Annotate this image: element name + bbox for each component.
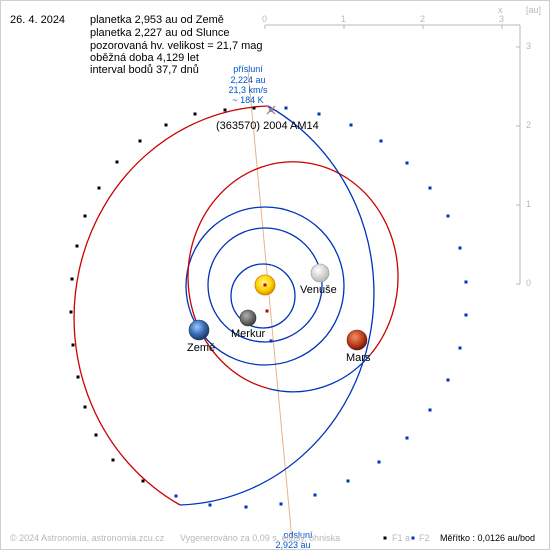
legend-f1-label: F1 [392,533,403,543]
coordinate-axes [264,24,521,285]
position-dot [83,214,87,218]
position-dot [446,214,450,218]
position-dot [138,139,142,143]
aphelion-distance: 2,923 au [275,540,311,550]
x-tick-label-3: 3 [499,14,505,24]
position-dot [111,458,115,462]
position-dot [464,280,468,284]
position-dot [464,313,468,317]
position-dot [405,436,409,440]
sun-center-marker [263,283,267,287]
asteroid-name: (363570) 2004 AM14 [216,120,319,132]
position-dot [346,479,350,483]
mercury-orbit [230,263,296,329]
position-dot [164,123,168,127]
position-dot [458,246,462,250]
mars-icon [346,329,368,351]
position-dot [70,277,74,281]
position-dot [252,106,256,110]
venus-label: Venuše [300,284,337,296]
asteroid-orbit-above [73,105,269,506]
position-dot [193,112,197,116]
earth-label: Země [187,342,216,354]
date-label: 26. 4. 2024 [10,14,66,26]
copyright-text: © 2024 Astronomia, astronomia.zcu.cz [10,533,165,543]
asteroid-orbit-below [179,105,375,506]
venus-orbit [207,227,323,343]
position-dot [223,108,227,112]
position-dot [446,378,450,382]
y-tick-label-2: 2 [526,120,532,130]
earth-orbit [185,206,345,366]
position-dot [97,186,101,190]
scale-label: Měřítko : 0,0126 au/bod [440,533,536,543]
position-dot [349,123,353,127]
position-dot [208,503,212,507]
mercury-orbit-marker [269,339,273,343]
position-dot [284,106,288,110]
legend-a-label: a [405,533,411,543]
perihelion-temperature: ~ 184 K [232,95,264,105]
legend-f1-marker [383,536,387,540]
position-dot [428,186,432,190]
info-distance-sun: planetka 2,227 au od Slunce [90,27,230,39]
apsides-line [247,69,293,541]
asteroid-marker [266,105,276,115]
mercury-icon [239,309,257,327]
x-axis-label: x [498,5,503,15]
perihelion-speed: 21,3 km/s [228,85,268,95]
position-dot [141,479,145,483]
position-dot [115,160,119,164]
legend-f2-marker [411,536,415,540]
position-dot [317,112,321,116]
mars-orbit-below [269,354,371,393]
position-dot [244,505,248,509]
info-magnitude: pozorovaná hv. velikost = 21,7 mag [90,40,263,52]
info-period: oběžná doba 4,129 let [90,52,199,64]
position-dot [377,460,381,464]
perihelion-distance: 2,224 au [230,75,266,85]
mars-label: Mars [346,352,371,364]
unit-label: [au] [526,5,542,15]
position-dot [313,493,317,497]
info-distance-earth: planetka 2,953 au od Země [90,14,224,26]
position-dot [405,161,409,165]
position-dot [69,310,73,314]
aphelion-title: odsluní [283,530,313,540]
position-dot [279,502,283,506]
perihelion-title: přísluní [233,64,263,74]
generation-note: Vygenerováno za 0,09 s, elipsy, ohniska [180,533,341,543]
orbit-position-dots [69,106,468,509]
venus-icon [310,263,330,283]
legend-f2-label: F2 [419,533,430,543]
info-interval: interval bodů 37,7 dnů [90,64,199,76]
x-tick-label-0: 0 [262,14,268,24]
x-tick-label-2: 2 [420,14,426,24]
position-dot [379,139,383,143]
position-dot [71,343,75,347]
y-tick-label-3: 3 [526,41,532,51]
asteroid-focus-marker [265,309,269,313]
position-dot [76,375,80,379]
asteroid-orbit [73,105,375,506]
mercury-label: Merkur [231,328,266,340]
earth-icon [188,319,210,341]
position-dot [94,433,98,437]
y-tick-label-1: 1 [526,199,532,209]
position-dot [458,346,462,350]
x-tick-label-1: 1 [341,14,347,24]
position-dot [83,405,87,409]
position-dot [75,244,79,248]
position-dot [428,408,432,412]
y-tick-label-0: 0 [526,278,532,288]
position-dot [174,494,178,498]
